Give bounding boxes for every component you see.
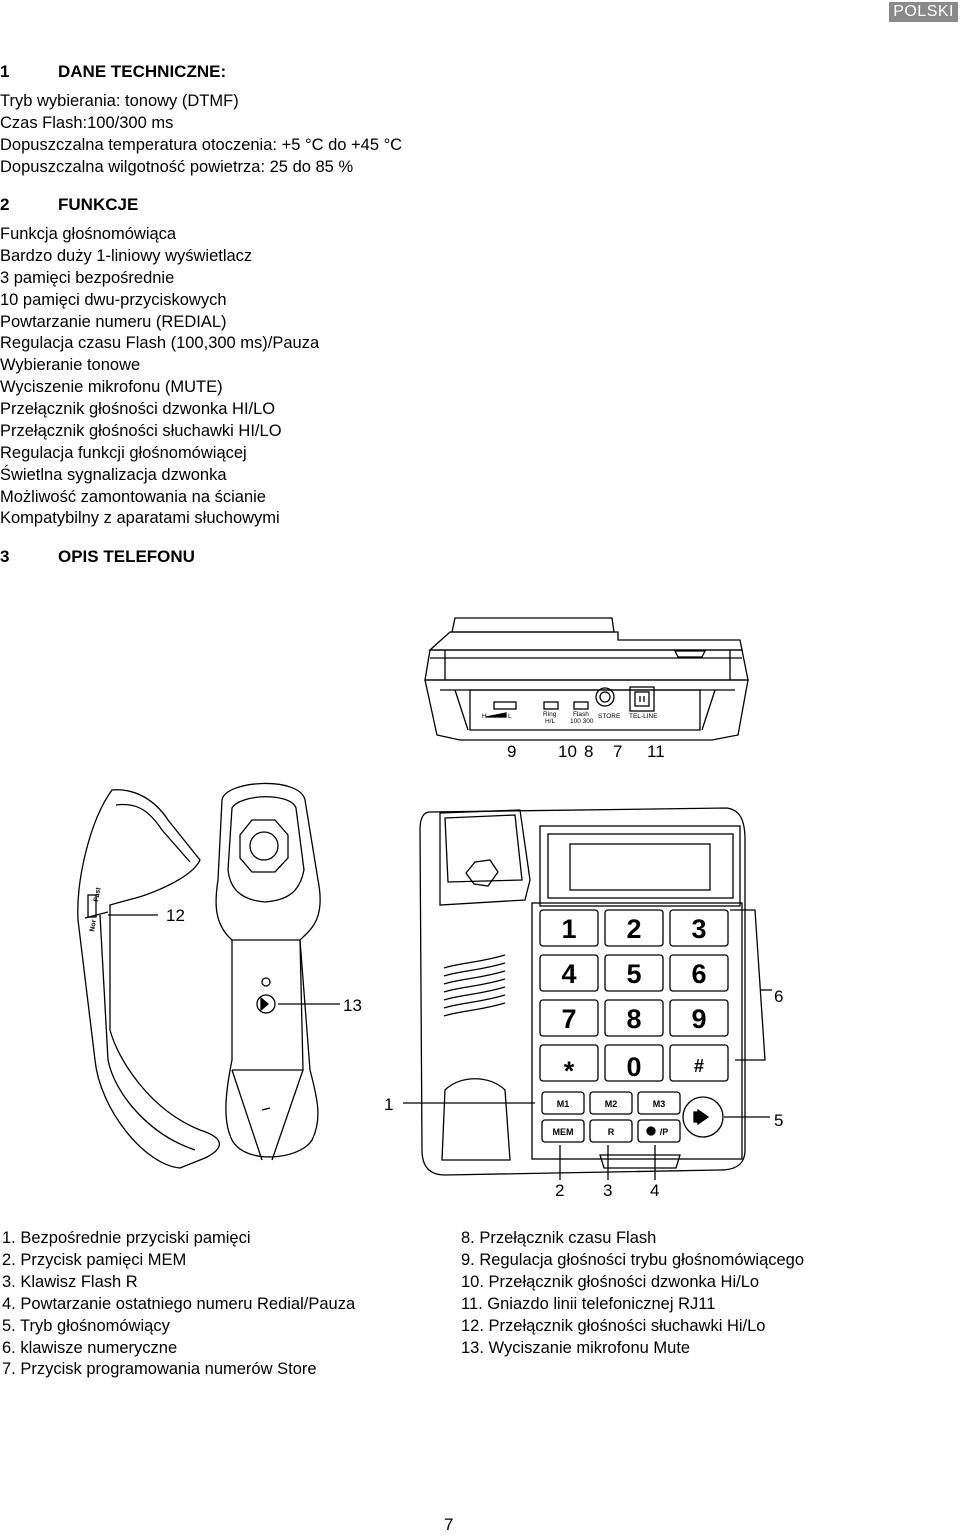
key-1: 1 xyxy=(561,914,576,944)
callout-5: 5 xyxy=(774,1111,783,1130)
legend-item: 7. Przycisk programowania numerów Store xyxy=(2,1360,317,1378)
legend-item: 11. Gniazdo linii telefonicznej RJ11 xyxy=(461,1295,716,1313)
legend-item: 13. Wyciszanie mikrofonu Mute xyxy=(461,1339,691,1357)
key-r: R xyxy=(608,1127,615,1137)
key-2: 2 xyxy=(626,914,641,944)
callout-9: 9 xyxy=(507,742,516,761)
phone-front-view xyxy=(419,807,746,1176)
legend-item: 3. Klawisz Flash R xyxy=(2,1273,138,1291)
callout-13: 13 xyxy=(343,996,362,1015)
callout-1: 1 xyxy=(384,1095,393,1114)
callout-10: 10 xyxy=(558,742,577,761)
feature-line: Regulacja czasu Flash (100,300 ms)/Pauza xyxy=(0,334,320,352)
spec-line: Dopuszczalna wilgotność powietrza: 25 do… xyxy=(0,158,354,176)
section-heading-functions: 2 FUNKCJE xyxy=(0,195,138,215)
flash-label: Flash xyxy=(573,711,589,718)
feature-line: Funkcja głośnomówiąca xyxy=(0,225,177,243)
callout-6: 6 xyxy=(774,987,783,1006)
feature-line: Wybieranie tonowe xyxy=(0,356,141,374)
key-8: 8 xyxy=(626,1004,641,1034)
legend-item: 12. Przełącznik głośności słuchawki Hi/L… xyxy=(461,1317,766,1335)
feature-line: Możliwość zamontowania na ścianie xyxy=(0,488,266,506)
key-6: 6 xyxy=(691,959,706,989)
spec-line: Dopuszczalna temperatura otoczenia: +5 °… xyxy=(0,136,403,154)
key-m1: M1 xyxy=(557,1099,570,1109)
store-label: STORE xyxy=(598,713,621,720)
key-4: 4 xyxy=(561,959,576,989)
legend-item: 6. klawisze numeryczne xyxy=(2,1339,178,1357)
callout-12: 12 xyxy=(166,906,185,925)
key-0: 0 xyxy=(626,1052,641,1082)
legend-item: 9. Regulacja głośności trybu głośnomówią… xyxy=(461,1251,805,1269)
feature-line: 3 pamięci bezpośrednie xyxy=(0,269,175,287)
nor-label: Nor xyxy=(89,919,98,932)
legend-item: 2. Przycisk pamięci MEM xyxy=(2,1251,187,1269)
callout-11: 11 xyxy=(647,742,665,761)
legend-item: 10. Przełącznik głośności dzwonka Hi/Lo xyxy=(461,1273,760,1291)
key-mem: MEM xyxy=(553,1127,574,1137)
feature-line: Kompatybilny z aparatami słuchowymi xyxy=(0,509,280,527)
language-badge: POLSKI xyxy=(889,2,958,22)
callout-7: 7 xyxy=(613,742,622,761)
legend-item: 1. Bezpośrednie przyciski pamięci xyxy=(2,1229,251,1247)
ring-label: Ring xyxy=(543,711,557,718)
section-title: FUNKCJE xyxy=(58,195,139,214)
spec-line: Tryb wybierania: tonowy (DTMF) xyxy=(0,92,239,110)
callout-2: 2 xyxy=(555,1181,564,1200)
section-number: 3 xyxy=(0,547,10,566)
keypad xyxy=(539,909,729,1143)
phone-back-view xyxy=(424,617,749,741)
key-9: 9 xyxy=(691,1004,706,1034)
fast-label: Fast xyxy=(93,886,103,902)
key-5: 5 xyxy=(626,959,641,989)
key-7: 7 xyxy=(561,1004,576,1034)
key-m3: M3 xyxy=(653,1099,666,1109)
front-callout-lines xyxy=(403,909,772,1180)
page-number: 7 xyxy=(444,1515,454,1534)
spec-line: Czas Flash:100/300 ms xyxy=(0,114,174,132)
ring-hl-label: H/L xyxy=(545,718,556,725)
section-heading-technical: 1 DANE TECHNICZNE: xyxy=(0,62,226,82)
legend-item: 8. Przełącznik czasu Flash xyxy=(461,1229,657,1247)
key-hash: # xyxy=(694,1056,704,1076)
hl-l-label: L xyxy=(508,713,512,720)
feature-line: Wyciszenie mikrofonu (MUTE) xyxy=(0,378,223,396)
key-m2: M2 xyxy=(605,1099,618,1109)
section-number: 1 xyxy=(0,62,10,81)
feature-line: 10 pamięci dwu-przyciskowych xyxy=(0,291,227,309)
callout-8: 8 xyxy=(584,742,593,761)
handset-side-view xyxy=(77,789,221,1169)
key-star: * xyxy=(564,1056,575,1086)
hl-h-label: H xyxy=(482,713,487,720)
callout-3: 3 xyxy=(603,1181,612,1200)
section-heading-description: 3 OPIS TELEFONU xyxy=(0,547,195,567)
legend-item: 5. Tryb głośnomówiący xyxy=(2,1317,170,1335)
callout-4: 4 xyxy=(650,1181,659,1200)
handset-front-view xyxy=(215,782,321,1161)
section-title: DANE TECHNICZNE: xyxy=(58,62,227,81)
section-title: OPIS TELEFONU xyxy=(58,547,195,566)
section-number: 2 xyxy=(0,195,10,214)
key-redial-pause: /P xyxy=(660,1127,669,1137)
key-3: 3 xyxy=(691,914,706,944)
flash-values-label: 100 300 xyxy=(570,718,594,725)
feature-line: Świetlna sygnalizacja dzwonka xyxy=(0,466,227,484)
feature-line: Przełącznik głośności dzwonka HI/LO xyxy=(0,400,276,418)
feature-line: Powtarzanie numeru (REDIAL) xyxy=(0,313,227,331)
legend-item: 4. Powtarzanie ostatniego numeru Redial/… xyxy=(2,1295,356,1313)
feature-line: Przełącznik głośności słuchawki HI/LO xyxy=(0,422,282,440)
feature-line: Regulacja funkcji głośnomówiącej xyxy=(0,444,247,462)
feature-line: Bardzo duży 1-liniowy wyświetlacz xyxy=(0,247,253,265)
tel-line-label: TEL-LINE xyxy=(629,713,658,720)
